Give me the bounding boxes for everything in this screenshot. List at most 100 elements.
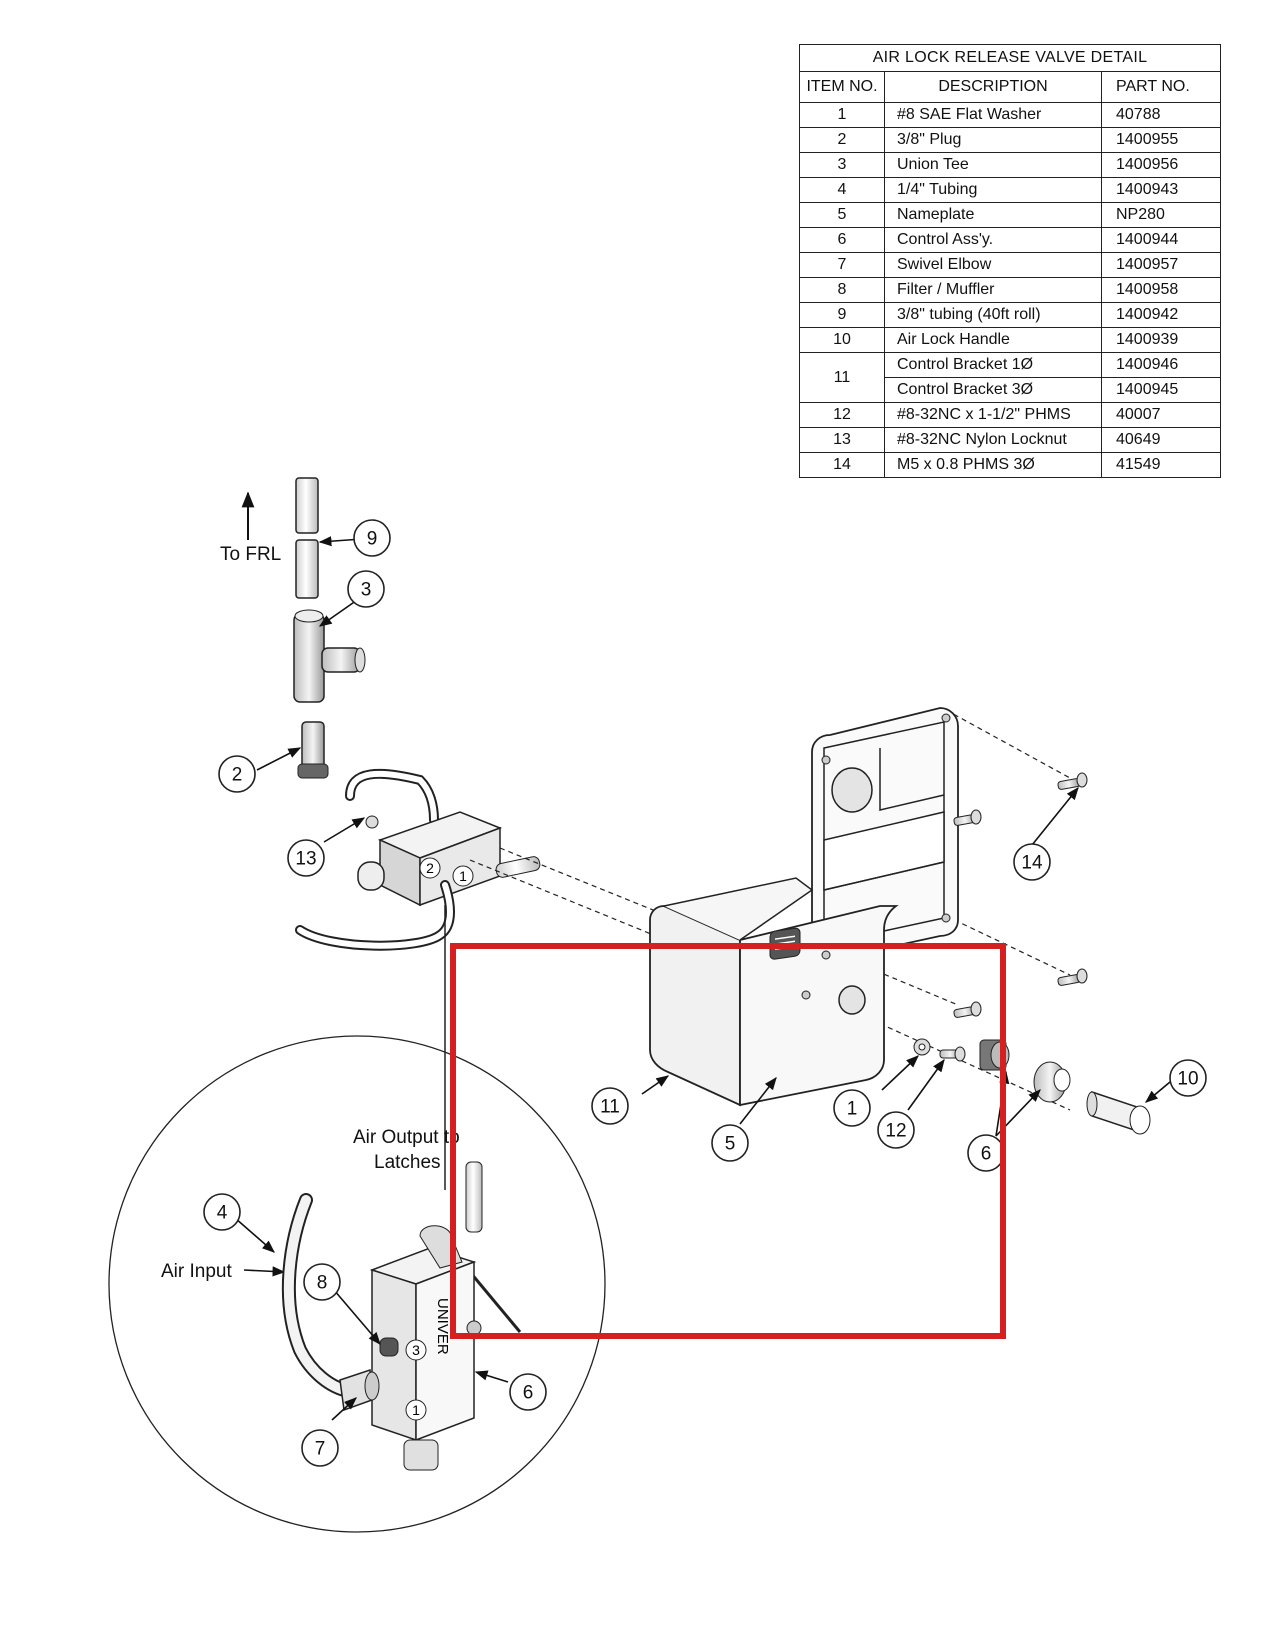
- leader-8: [333, 1289, 381, 1345]
- callout-bubble-7: 7: [301, 1429, 339, 1467]
- svg-text:2: 2: [232, 765, 243, 786]
- callout-bubble-3: 3: [347, 570, 385, 608]
- union-tee: [293, 609, 366, 703]
- svg-text:10: 10: [1177, 1069, 1198, 1090]
- part-no-cell: 40007: [1101, 402, 1221, 428]
- leader-5: [739, 1076, 777, 1125]
- leader-7: [331, 1397, 357, 1421]
- part-no-cell: 1400942: [1101, 302, 1221, 328]
- part-no-cell: 1400958: [1101, 277, 1221, 303]
- item-no-cell: 7: [799, 252, 885, 278]
- description-cell: Air Lock Handle: [884, 327, 1102, 353]
- callout-bubble-13: 13: [287, 839, 325, 877]
- svg-text:12: 12: [885, 1121, 906, 1142]
- part-no-cell: 1400956: [1101, 152, 1221, 178]
- description-cell: Swivel Elbow: [884, 252, 1102, 278]
- callout-bubble-2: 2: [218, 755, 256, 793]
- tubing-upper: [295, 477, 319, 599]
- item-no-cell: 14: [799, 452, 885, 478]
- air-output-label-2: Latches: [374, 1152, 441, 1173]
- leader-13: [323, 817, 366, 843]
- part-no-cell: 1400945: [1101, 377, 1221, 403]
- description-cell: #8-32NC Nylon Locknut: [884, 427, 1102, 453]
- plug: [297, 721, 329, 779]
- callout-bubble-6-detail: 6: [509, 1373, 547, 1411]
- description-cell: 1/4" Tubing: [884, 177, 1102, 203]
- callout-bubble-14: 14: [1013, 843, 1051, 881]
- callout-bubble-1: 1: [833, 1089, 871, 1127]
- port-2-label: 2: [426, 860, 434, 876]
- detail-circle: [108, 1035, 606, 1533]
- header-part-no: PART NO.: [1101, 71, 1221, 103]
- description-cell: #8 SAE Flat Washer: [884, 102, 1102, 128]
- svg-text:11: 11: [600, 1097, 620, 1118]
- detail-port-3: 3: [412, 1342, 420, 1358]
- detail-valve: 3 1 UNIVER: [281, 1161, 522, 1471]
- item-no-cell: 5: [799, 202, 885, 228]
- callout-bubble-8: 8: [303, 1263, 341, 1301]
- to-frl-label: To FRL: [220, 544, 281, 565]
- item-no-cell: 12: [799, 402, 885, 428]
- description-cell: Control Ass'y.: [884, 227, 1102, 253]
- valve-brand-label: UNIVER: [434, 1298, 451, 1355]
- control-bracket: [649, 707, 959, 1107]
- description-cell: Filter / Muffler: [884, 277, 1102, 303]
- description-cell: Control Bracket 1Ø: [884, 352, 1102, 378]
- callout-bubble-5: 5: [711, 1124, 749, 1162]
- svg-text:14: 14: [1021, 853, 1043, 874]
- item-no-cell: 10: [799, 327, 885, 353]
- svg-text:5: 5: [725, 1134, 736, 1155]
- part-no-cell: 40788: [1101, 102, 1221, 128]
- valve-body: 2 1: [295, 768, 541, 1190]
- air-output-label-1: Air Output to: [353, 1127, 460, 1148]
- description-cell: 3/8" tubing (40ft roll): [884, 302, 1102, 328]
- callout-bubble-12: 12: [877, 1111, 915, 1149]
- item-no-cell: 8: [799, 277, 885, 303]
- port-1-label: 1: [459, 868, 467, 884]
- item-no-cell: 13: [799, 427, 885, 453]
- svg-text:6: 6: [981, 1144, 992, 1165]
- part-no-cell: 1400939: [1101, 327, 1221, 353]
- part-no-cell: 1400943: [1101, 177, 1221, 203]
- part-no-cell: 1400957: [1101, 252, 1221, 278]
- description-cell: 3/8" Plug: [884, 127, 1102, 153]
- leader-12: [907, 1058, 945, 1111]
- air-input-label: Air Input: [161, 1261, 232, 1282]
- callout-bubble-4: 4: [203, 1193, 241, 1231]
- leader-11: [641, 1075, 670, 1095]
- part-no-cell: 1400946: [1101, 352, 1221, 378]
- svg-text:6: 6: [523, 1383, 534, 1404]
- part-no-cell: 40649: [1101, 427, 1221, 453]
- item-no-cell: 9: [799, 302, 885, 328]
- svg-text:8: 8: [317, 1273, 328, 1294]
- item-no-cell: 6: [799, 227, 885, 253]
- callout-bubble-11: 11: [591, 1087, 629, 1125]
- callout-bubble-9: 9: [353, 519, 391, 557]
- header-item-no: ITEM NO.: [799, 71, 885, 103]
- detail-port-1: 1: [412, 1402, 420, 1418]
- svg-text:1: 1: [847, 1099, 858, 1120]
- leader-4: [234, 1217, 275, 1253]
- screws: [953, 772, 1088, 1018]
- description-cell: M5 x 0.8 PHMS 3Ø: [884, 452, 1102, 478]
- description-cell: #8-32NC x 1-1/2" PHMS: [884, 402, 1102, 428]
- item-no-cell: 11: [799, 352, 885, 403]
- header-description: DESCRIPTION: [884, 71, 1102, 103]
- handle-stack: [913, 1038, 1151, 1135]
- highlight-box: [450, 943, 1006, 1339]
